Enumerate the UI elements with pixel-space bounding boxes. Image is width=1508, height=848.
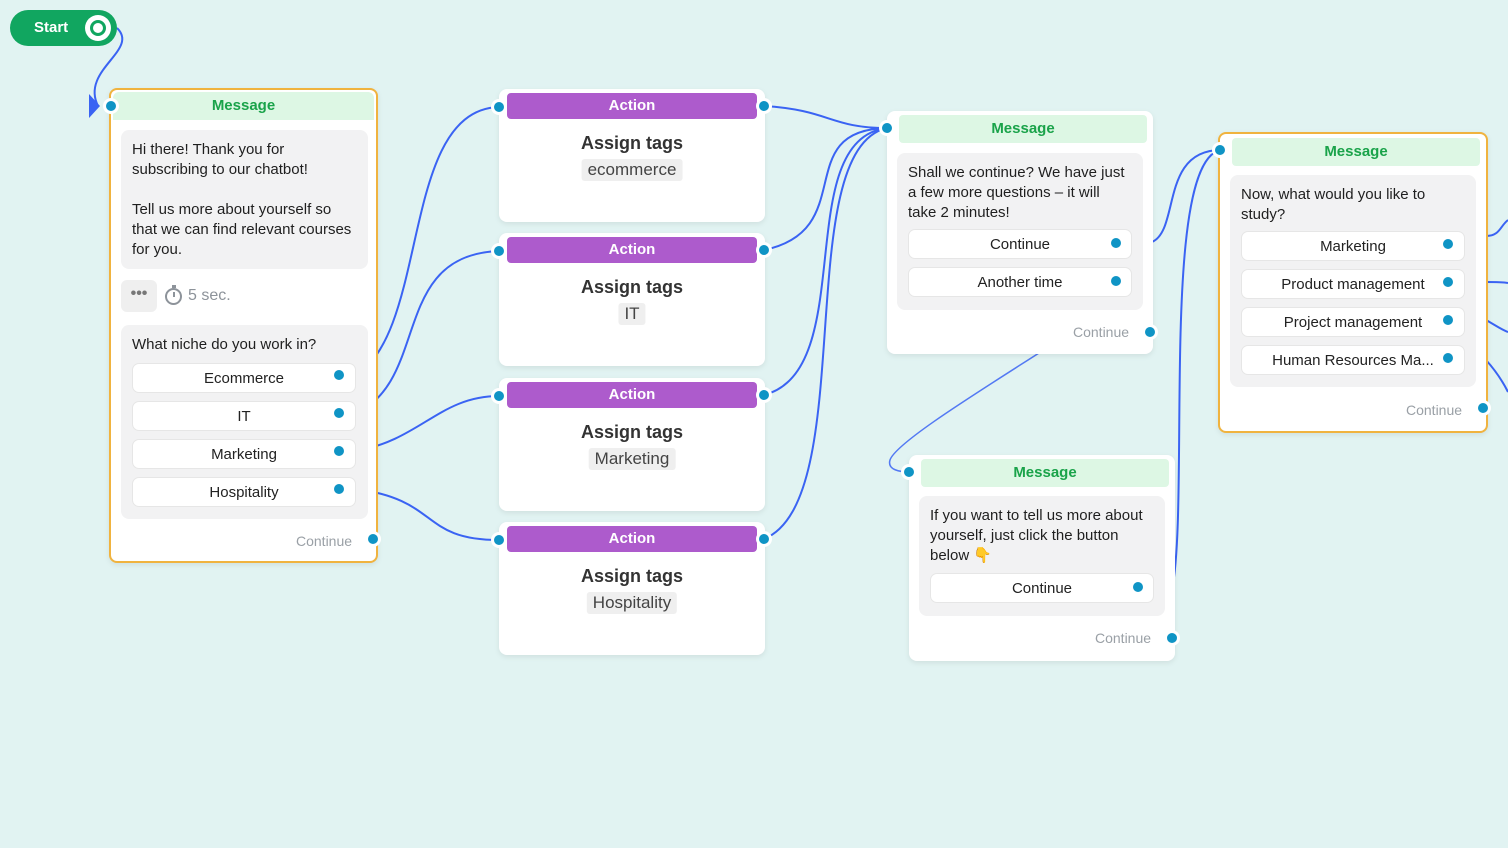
wire-action-3-to-message-2 — [763, 127, 888, 396]
button-continue-port[interactable] — [1108, 235, 1124, 251]
message-node-2-input-port[interactable] — [879, 120, 895, 136]
wire-message-4-right-4 — [1485, 359, 1508, 393]
message-node-4-header: Message — [1232, 138, 1480, 166]
message-node-1-input-port[interactable] — [103, 98, 119, 114]
button-human-resources-port[interactable] — [1440, 350, 1456, 366]
wire-action-1-to-message-2 — [763, 105, 888, 129]
button-it-port[interactable] — [331, 405, 347, 421]
message-node-1-text: Hi there! Thank you for subscribing to o… — [121, 130, 368, 269]
message-node-4-input-port[interactable] — [1212, 142, 1228, 158]
action-node-4[interactable]: Action Assign tags Hospitality — [499, 522, 765, 655]
action-node-2-header: Action — [507, 237, 757, 263]
action-node-1-input-port[interactable] — [491, 99, 507, 115]
button-continue-2[interactable]: Continue — [930, 573, 1154, 603]
button-ecommerce-port[interactable] — [331, 367, 347, 383]
button-ecommerce[interactable]: Ecommerce — [132, 363, 356, 393]
button-study-marketing-port[interactable] — [1440, 236, 1456, 252]
action-node-2-output-port[interactable] — [756, 242, 772, 258]
action-node-1[interactable]: Action Assign tags ecommerce — [499, 89, 765, 222]
message-node-4-text: Now, what would you like to study? — [1241, 186, 1426, 223]
question-text: What niche do you work in? — [132, 336, 317, 353]
action-node-1-title: Assign tags — [580, 133, 684, 153]
action-node-1-output-port[interactable] — [756, 98, 772, 114]
message-node-1-continue-port[interactable] — [365, 531, 381, 547]
wire-action-2-to-message-2 — [763, 127, 888, 251]
more-options-icon[interactable]: ••• — [121, 280, 157, 312]
action-node-2-tag: IT — [618, 303, 646, 325]
button-continue[interactable]: Continue — [908, 229, 1132, 259]
message-node-1-continue-label: Continue — [296, 533, 353, 549]
message-node-1-text-content: Hi there! Thank you for subscribing to o… — [132, 141, 352, 258]
message-node-2[interactable]: Message Shall we continue? We have just … — [887, 111, 1153, 354]
action-node-3-header: Action — [507, 382, 757, 408]
button-study-marketing[interactable]: Marketing — [1241, 231, 1465, 261]
action-node-4-output-port[interactable] — [756, 531, 772, 547]
delay-row: ••• 5 sec. — [121, 280, 231, 312]
delay-value: 5 sec. — [188, 287, 231, 304]
action-node-4-header: Action — [507, 526, 757, 552]
button-it[interactable]: IT — [132, 401, 356, 431]
message-node-3-header: Message — [921, 459, 1169, 487]
message-node-2-continue-label: Continue — [1073, 324, 1130, 340]
message-node-2-text: Shall we continue? We have just a few mo… — [908, 164, 1125, 221]
wire-message-4-right-1 — [1485, 219, 1508, 237]
message-node-2-header: Message — [899, 115, 1147, 143]
action-node-3-input-port[interactable] — [491, 388, 507, 404]
message-node-4-continue-label: Continue — [1406, 402, 1463, 418]
message-node-3-text: If you want to tell us more about yourse… — [930, 507, 1143, 564]
action-node-3-title: Assign tags — [580, 422, 684, 442]
wire-message-3-continue-to-message-4 — [1171, 149, 1222, 591]
button-continue-2-port[interactable] — [1130, 579, 1146, 595]
wire-message-4-right-2 — [1485, 281, 1508, 284]
message-node-3-input-port[interactable] — [901, 464, 917, 480]
message-node-1[interactable]: Message Hi there! Thank you for subscrib… — [109, 88, 378, 563]
button-marketing[interactable]: Marketing — [132, 439, 356, 469]
action-node-3-output-port[interactable] — [756, 387, 772, 403]
button-product-management[interactable]: Product management — [1241, 269, 1465, 299]
action-node-4-title: Assign tags — [580, 566, 684, 586]
message-node-1-header: Message — [113, 92, 374, 120]
action-node-1-tag: ecommerce — [581, 159, 683, 181]
start-label: Start — [34, 19, 69, 36]
button-human-resources[interactable]: Human Resources Ma... — [1241, 345, 1465, 375]
wire-continue-to-message-4 — [1151, 149, 1222, 243]
action-node-2-input-port[interactable] — [491, 243, 507, 259]
button-product-management-port[interactable] — [1440, 274, 1456, 290]
button-marketing-port[interactable] — [331, 443, 347, 459]
message-node-2-continue-port[interactable] — [1142, 324, 1158, 340]
start-node[interactable]: Start — [10, 10, 117, 46]
button-another-time-port[interactable] — [1108, 273, 1124, 289]
button-hospitality-port[interactable] — [331, 481, 347, 497]
button-project-management-port[interactable] — [1440, 312, 1456, 328]
wire-action-4-to-message-2 — [763, 127, 888, 540]
action-node-3[interactable]: Action Assign tags Marketing — [499, 378, 765, 511]
message-node-3-continue-port[interactable] — [1164, 630, 1180, 646]
button-another-time[interactable]: Another time — [908, 267, 1132, 297]
timer-icon — [165, 284, 182, 305]
action-node-2-title: Assign tags — [580, 277, 684, 297]
button-project-management[interactable]: Project management — [1241, 307, 1465, 337]
wire-message-4-right-3 — [1485, 319, 1508, 333]
action-node-2[interactable]: Action Assign tags IT — [499, 233, 765, 366]
button-hospitality[interactable]: Hospitality — [132, 477, 356, 507]
message-node-4-continue-port[interactable] — [1475, 400, 1491, 416]
action-node-4-tag: Hospitality — [586, 592, 678, 614]
action-node-1-header: Action — [507, 93, 757, 119]
message-node-3-continue-label: Continue — [1095, 630, 1152, 646]
flow-arrow-icon — [89, 94, 100, 118]
action-node-3-tag: Marketing — [588, 448, 676, 470]
action-node-4-input-port[interactable] — [491, 532, 507, 548]
start-output-port[interactable] — [85, 15, 111, 41]
message-node-3[interactable]: Message If you want to tell us more abou… — [909, 455, 1175, 661]
